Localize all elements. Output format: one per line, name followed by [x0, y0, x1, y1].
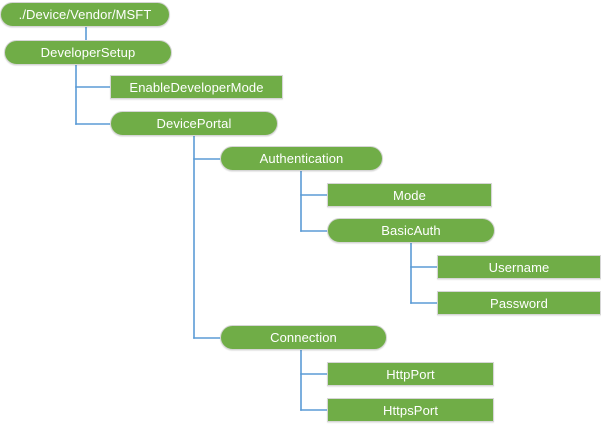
tree-node-label: Username — [488, 259, 550, 275]
tree-node-label: DevicePortal — [156, 116, 232, 131]
tree-node-label: ./Device/Vendor/MSFT — [18, 7, 152, 22]
tree-node-basicauth[interactable]: BasicAuth — [327, 218, 495, 243]
tree-node-deviceportal[interactable]: DevicePortal — [110, 111, 278, 136]
tree-node-label: HttpsPort — [382, 402, 439, 418]
tree-node-enabledevelopermode[interactable]: EnableDeveloperMode — [110, 75, 283, 99]
tree-node-label: HttpPort — [386, 366, 435, 382]
tree-node-authentication[interactable]: Authentication — [220, 146, 383, 171]
tree-node-password[interactable]: Password — [437, 291, 601, 315]
tree-node-mode[interactable]: Mode — [327, 183, 492, 207]
tree-node-label: BasicAuth — [381, 223, 441, 238]
tree-node-developersetup[interactable]: DeveloperSetup — [4, 40, 172, 65]
tree-node-label: Password — [490, 295, 548, 311]
tree-node-connection[interactable]: Connection — [220, 325, 387, 350]
tree-node-username[interactable]: Username — [437, 255, 601, 279]
tree-node-label: EnableDeveloperMode — [129, 79, 264, 95]
tree-node-httpport[interactable]: HttpPort — [327, 362, 494, 386]
tree-node-httpsport[interactable]: HttpsPort — [327, 398, 494, 422]
tree-node-label: Authentication — [259, 151, 344, 166]
tree-node-label: Connection — [270, 330, 337, 345]
tree-node-label: Mode — [393, 187, 426, 203]
tree-node-label: DeveloperSetup — [40, 45, 136, 60]
tree-node-root[interactable]: ./Device/Vendor/MSFT — [0, 2, 170, 27]
